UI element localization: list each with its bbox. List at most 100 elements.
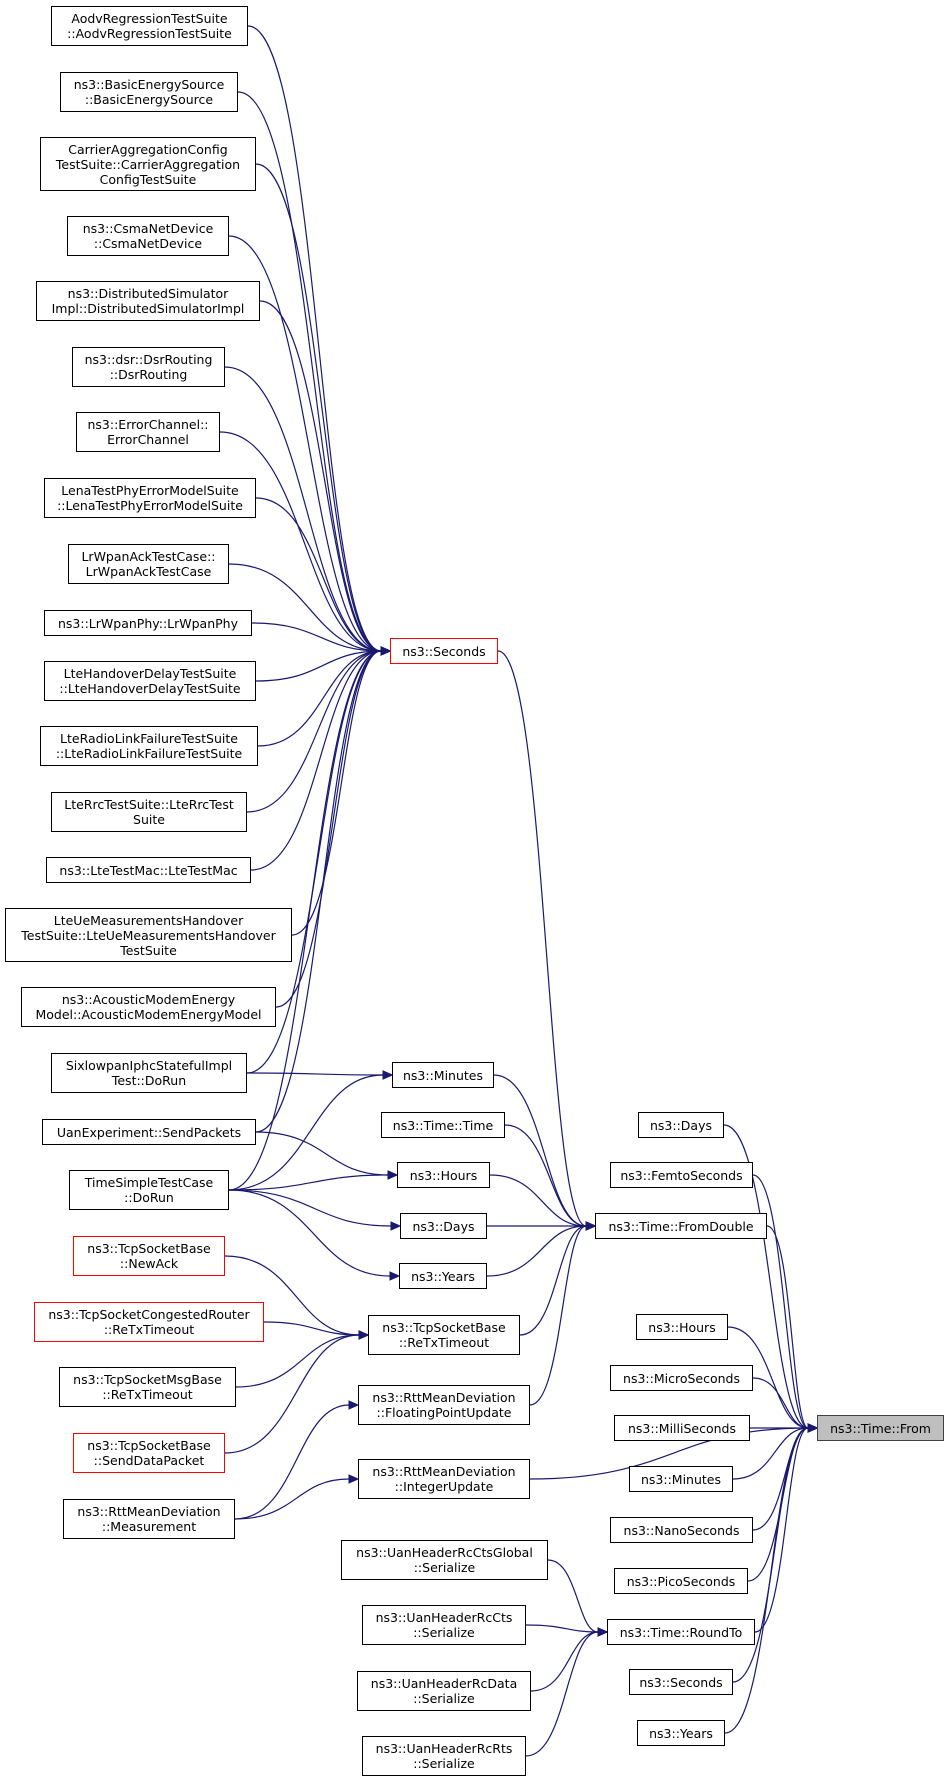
node-csmanetdevice[interactable]: ns3::CsmaNetDevice ::CsmaNetDevice <box>67 216 229 256</box>
node-lteradiolinkfailuretestsuite[interactable]: LteRadioLinkFailureTestSuite ::LteRadioL… <box>40 726 258 766</box>
node-carrieraggregationconfigtestsuite[interactable]: CarrierAggregationConfig TestSuite::Carr… <box>40 137 256 191</box>
edge-arrowhead <box>390 1221 402 1231</box>
node-nanoseconds[interactable]: ns3::NanoSeconds <box>610 1517 753 1543</box>
node-lterrctestsuite[interactable]: LteRrcTestSuite::LteRrcTest Suite <box>51 792 247 832</box>
node-lteuemeasurementshandovertestsuite[interactable]: LteUeMeasurementsHandover TestSuite::Lte… <box>5 908 292 962</box>
call-edge <box>255 497 382 652</box>
node-time-from: ns3::Time::From <box>817 1415 944 1441</box>
edge-arrowhead <box>358 1330 370 1340</box>
call-edge <box>754 1427 809 1633</box>
node-years-right[interactable]: ns3::Years <box>637 1720 725 1746</box>
call-edge <box>525 1631 599 1757</box>
call-edge <box>224 1334 360 1454</box>
node-years-middle[interactable]: ns3::Years <box>399 1263 487 1289</box>
call-edge <box>723 1124 809 1429</box>
node-time-fromdouble[interactable]: ns3::Time::FromDouble <box>595 1213 767 1239</box>
call-edge <box>255 163 382 652</box>
call-edge <box>228 563 382 652</box>
node-ltehandoverdelaytestsuite[interactable]: LteHandoverDelayTestSuite ::LteHandoverD… <box>44 661 256 701</box>
node-uanheaderrcctsglobal-serialize[interactable]: ns3::UanHeaderRcCtsGlobal ::Serialize <box>341 1540 548 1580</box>
call-edge <box>275 650 382 1008</box>
node-distributedsimulatorimpl[interactable]: ns3::DistributedSimulator Impl::Distribu… <box>36 281 260 321</box>
node-seconds-middle[interactable]: ns3::Seconds <box>390 638 498 664</box>
call-edge <box>255 1131 389 1176</box>
call-edge <box>224 1255 360 1336</box>
node-lenatestphyerrormodelsuite[interactable]: LenaTestPhyErrorModelSuite ::LenaTestPhy… <box>44 478 256 518</box>
node-hours-right[interactable]: ns3::Hours <box>636 1314 728 1340</box>
call-edge <box>752 1174 809 1429</box>
call-edge <box>235 1334 360 1388</box>
call-edge <box>529 1427 809 1480</box>
call-edge <box>497 650 587 1227</box>
node-days-right[interactable]: ns3::Days <box>638 1112 724 1138</box>
node-lrwpanphy[interactable]: ns3::LrWpanPhy::LrWpanPhy <box>44 610 252 636</box>
node-rttmeandeviation-floatingpointupdate[interactable]: ns3::RttMeanDeviation ::FloatingPointUpd… <box>358 1385 530 1425</box>
node-rttmeandeviation-measurement[interactable]: ns3::RttMeanDeviation ::Measurement <box>63 1499 235 1539</box>
call-edge <box>766 1225 809 1429</box>
node-errorchannel[interactable]: ns3::ErrorChannel:: ErrorChannel <box>76 412 220 452</box>
call-edge <box>547 1559 599 1633</box>
call-edge <box>493 1074 587 1227</box>
call-edge <box>263 1321 360 1336</box>
call-edge <box>752 1377 809 1429</box>
edge-arrowhead <box>807 1423 819 1433</box>
node-uanheaderrcdata-serialize[interactable]: ns3::UanHeaderRcData ::Serialize <box>357 1671 531 1711</box>
call-edge <box>724 1427 809 1734</box>
node-seconds-right[interactable]: ns3::Seconds <box>629 1669 733 1695</box>
call-edge <box>259 300 382 652</box>
call-edge <box>228 1189 391 1277</box>
node-dsrrouting[interactable]: ns3::dsr::DsrRouting ::DsrRouting <box>72 347 225 387</box>
call-edge <box>228 650 382 1191</box>
node-time-time[interactable]: ns3::Time::Time <box>381 1112 505 1138</box>
edge-arrowhead <box>597 1627 609 1637</box>
edge-arrowhead <box>348 1474 360 1484</box>
call-edge <box>234 1404 350 1520</box>
edge-arrowhead <box>585 1221 597 1231</box>
call-edge <box>246 1072 384 1076</box>
call-edge <box>519 1225 587 1336</box>
call-edge <box>255 650 382 682</box>
node-uanheaderrccts-serialize[interactable]: ns3::UanHeaderRcCts ::Serialize <box>362 1605 526 1645</box>
node-acousticmodemenergymodel[interactable]: ns3::AcousticModemEnergy Model::Acoustic… <box>21 987 276 1027</box>
node-aodvregressiontestsuite[interactable]: AodvRegressionTestSuite ::AodvRegression… <box>51 6 248 46</box>
call-edge <box>747 1427 809 1582</box>
call-edge <box>530 1631 599 1692</box>
node-tcpsocketcongestedrouter-retxtimeout[interactable]: ns3::TcpSocketCongestedRouter ::ReTxTime… <box>34 1302 264 1342</box>
node-femtoseconds[interactable]: ns3::FemtoSeconds <box>610 1162 753 1188</box>
node-days-middle[interactable]: ns3::Days <box>400 1213 487 1239</box>
node-timesimpletestcase-dorun[interactable]: TimeSimpleTestCase ::DoRun <box>69 1170 229 1210</box>
node-minutes-middle[interactable]: ns3::Minutes <box>392 1062 494 1088</box>
node-hours-middle[interactable]: ns3::Hours <box>397 1162 490 1188</box>
edge-arrowhead <box>348 1400 360 1410</box>
node-tcpsocketbase-newack[interactable]: ns3::TcpSocketBase ::NewAck <box>73 1236 225 1276</box>
node-tcpsocketbase-senddatapacket[interactable]: ns3::TcpSocketBase ::SendDataPacket <box>73 1433 225 1473</box>
node-sixlowpaniphcstatefulimpltest-dorun[interactable]: SixlowpanIphcStatefulImpl Test::DoRun <box>51 1053 247 1093</box>
call-edge <box>291 650 382 936</box>
node-tcpsocketbase-retxtimeout[interactable]: ns3::TcpSocketBase ::ReTxTimeout <box>368 1315 520 1355</box>
call-edge <box>224 366 382 652</box>
call-edge <box>234 1478 350 1520</box>
call-edge <box>504 1124 587 1227</box>
node-ltetestmac[interactable]: ns3::LteTestMac::LteTestMac <box>46 857 251 883</box>
node-microseconds[interactable]: ns3::MicroSeconds <box>610 1365 753 1391</box>
call-edge <box>237 91 382 652</box>
node-lrwpanacktestcase[interactable]: LrWpanAckTestCase:: LrWpanAckTestCase <box>68 544 229 584</box>
call-edge <box>228 1174 389 1191</box>
node-time-roundto[interactable]: ns3::Time::RoundTo <box>607 1619 755 1645</box>
node-tcpsocketmsgbase-retxtimeout[interactable]: ns3::TcpSocketMsgBase ::ReTxTimeout <box>59 1367 236 1407</box>
node-uanheaderrcrts-serialize[interactable]: ns3::UanHeaderRcRts ::Serialize <box>362 1736 526 1776</box>
node-basicenergysource[interactable]: ns3::BasicEnergySource ::BasicEnergySour… <box>60 72 238 112</box>
node-milliseconds[interactable]: ns3::MilliSeconds <box>614 1415 750 1441</box>
edge-arrowhead <box>387 1170 399 1180</box>
call-edge <box>228 1189 392 1227</box>
call-edge <box>228 235 382 652</box>
node-picoseconds[interactable]: ns3::PicoSeconds <box>614 1568 748 1594</box>
node-rttmeandeviation-integerupdate[interactable]: ns3::RttMeanDeviation ::IntegerUpdate <box>358 1459 530 1499</box>
call-edge <box>250 650 382 871</box>
call-edge <box>257 650 382 747</box>
node-minutes-right[interactable]: ns3::Minutes <box>629 1466 733 1492</box>
node-uanexperiment-sendpackets[interactable]: UanExperiment::SendPackets <box>42 1119 256 1145</box>
call-edge <box>732 1427 809 1480</box>
call-edge <box>489 1174 587 1227</box>
